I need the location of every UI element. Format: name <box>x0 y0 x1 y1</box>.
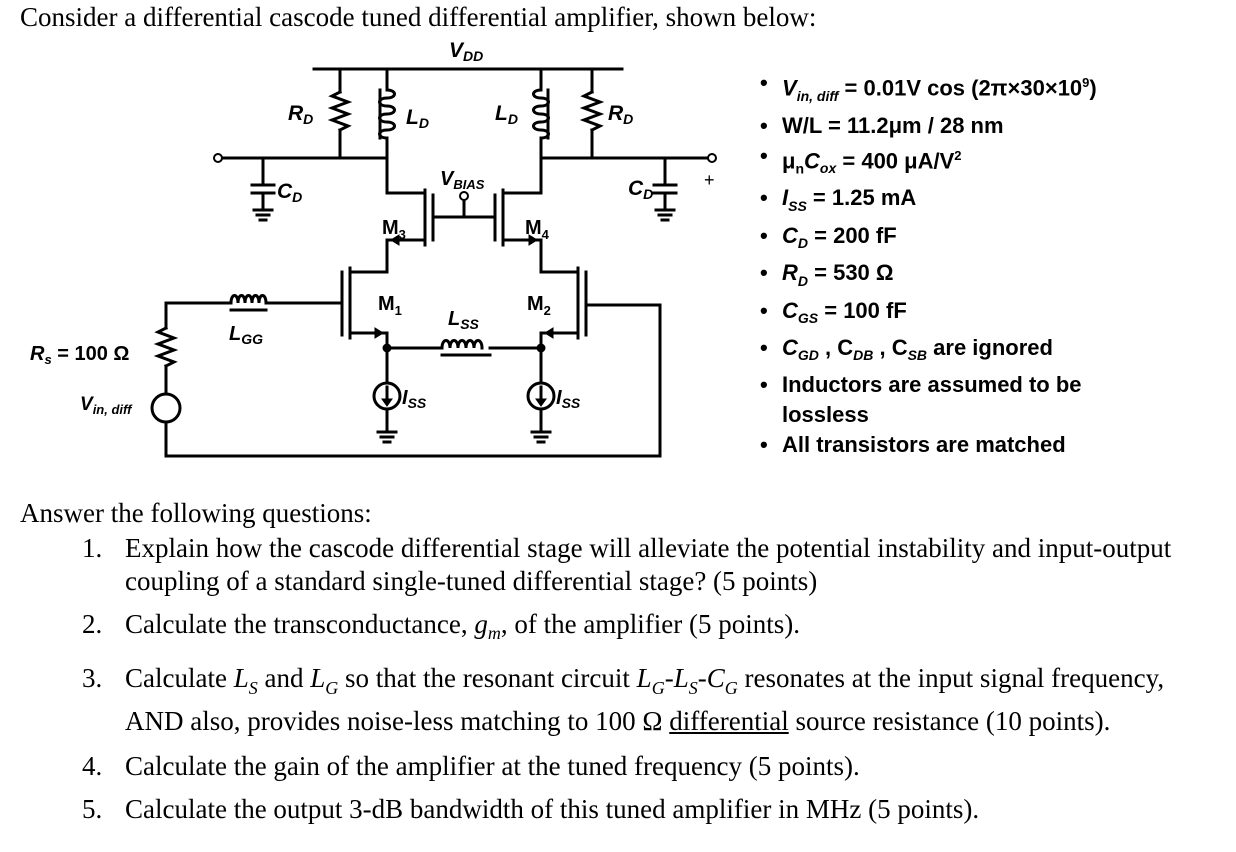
rs-resistor <box>153 325 179 369</box>
param-wl: W/L = 11.2μm / 28 nm <box>760 111 1142 141</box>
m2-label: M2 <box>527 293 551 318</box>
parameter-list: Vin, diff = 0.01V cos (2π×30×109) W/L = … <box>760 68 1142 460</box>
m4-label: M4 <box>525 217 550 242</box>
ground-icon-iss-right <box>530 430 552 444</box>
iss-left-label: ISS <box>402 387 427 411</box>
question-1: 1.Explain how the cascode differential s… <box>82 533 1172 596</box>
rd-left-resistor <box>327 89 353 133</box>
cd-left-label: CD <box>277 180 302 205</box>
ground-icon-cd-left <box>252 208 274 222</box>
question-list: 1.Explain how the cascode differential s… <box>82 532 1182 836</box>
problem-intro: Consider a differential cascode tuned di… <box>20 2 817 32</box>
rs-label: Rs = 100 Ω <box>30 343 129 367</box>
param-iss: ISS = 1.25 mA <box>760 183 1142 220</box>
ground-icon-iss-left <box>376 430 398 444</box>
ground-icon-cd-right <box>654 208 676 222</box>
rd-left-label: RD <box>288 102 313 127</box>
ld-left-label: LD <box>406 106 429 131</box>
lgg-inductor <box>229 294 268 312</box>
ld-right-inductor <box>532 88 550 140</box>
param-cgs: CGS = 100 fF <box>760 296 1142 333</box>
lss-inductor <box>440 339 492 357</box>
circuit-diagram: VDD RD LD LD RD CD CD VBIAS LSS LGG ISS … <box>30 39 717 458</box>
param-vin: Vin, diff = 0.01V cos (2π×30×109) <box>760 68 1142 111</box>
question-3: 3.Calculate LS and LG so that the resona… <box>82 663 1165 736</box>
output-plus-label: + <box>704 170 715 190</box>
iss-right-label: ISS <box>556 387 581 411</box>
rd-right-label: RD <box>608 102 633 127</box>
vdd-label: VDD <box>449 39 483 64</box>
vbias-terminal <box>459 191 469 201</box>
cd-right-label: CD <box>628 177 653 202</box>
question-4: 4.Calculate the gain of the amplifier at… <box>82 750 860 781</box>
param-matched: All transistors are matched <box>760 430 1142 460</box>
question-2: 2.Calculate the transconductance, gm, of… <box>82 609 801 644</box>
lgg-label: LGG <box>229 323 263 347</box>
output-plus-terminal <box>707 153 717 163</box>
param-inductors: Inductors are assumed to be lossless <box>760 370 1142 430</box>
m3-label: M3 <box>382 217 406 242</box>
vbias-label: VBIAS <box>440 168 485 192</box>
param-cd: CD = 200 fF <box>760 221 1142 258</box>
answer-intro: Answer the following questions: <box>20 498 372 528</box>
param-uncox: μnCox = 400 μA/V2 <box>760 141 1142 184</box>
output-minus-terminal <box>213 153 223 163</box>
param-rd: RD = 530 Ω <box>760 258 1142 295</box>
vin-label: Vin, diff <box>80 394 133 417</box>
param-ignored-caps: CGD , CDB , CSB are ignored <box>760 333 1142 370</box>
vin-source <box>150 392 182 424</box>
lss-label: LSS <box>448 308 480 332</box>
question-5: 5.Calculate the output 3-dB bandwidth of… <box>82 793 980 824</box>
ld-left-inductor <box>378 88 396 140</box>
rd-right-resistor <box>579 89 605 133</box>
m1-label: M1 <box>378 293 402 318</box>
ld-right-label: LD <box>495 102 518 127</box>
